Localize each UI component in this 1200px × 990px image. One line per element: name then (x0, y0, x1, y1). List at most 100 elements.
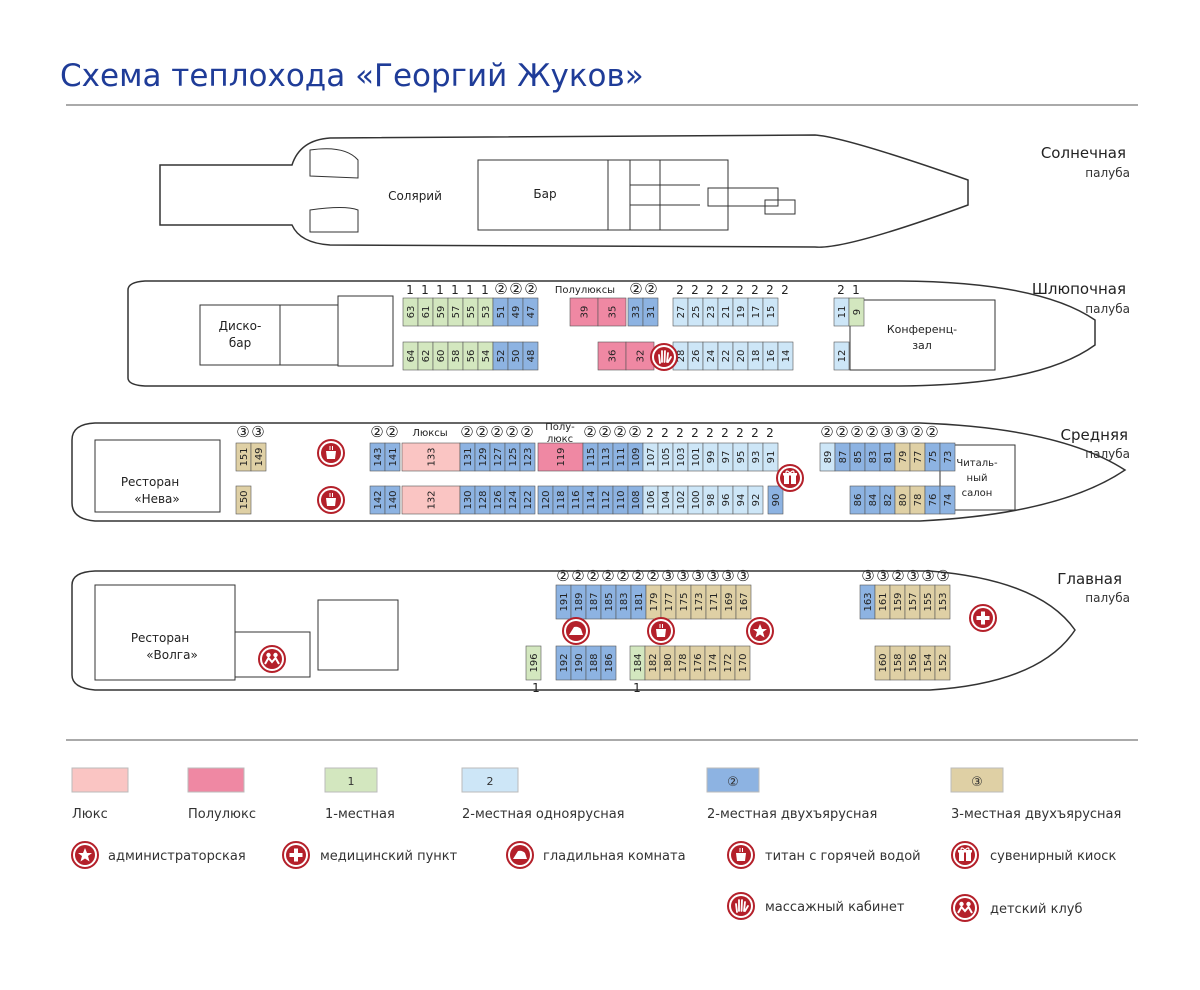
cabin-number: 179 (649, 592, 660, 611)
cabin-number: 103 (676, 447, 687, 466)
cabin-number: 126 (493, 490, 504, 509)
cabin-151: 151 (235, 442, 252, 472)
boat-deck-sub: палуба (1085, 302, 1130, 316)
hot-water-boiler-icon (647, 617, 675, 645)
cabin-number: 36 (608, 350, 619, 363)
massage-hand-icon (727, 892, 755, 920)
cabin-capacity-marker: ② (524, 280, 537, 298)
cabin-78: 78 (909, 485, 926, 515)
cabin-capacity-marker: 2 (676, 426, 684, 440)
cabin-17: 17 (747, 297, 764, 327)
cabin-91: 91 (762, 442, 779, 472)
cabin-capacity-marker: ② (509, 280, 522, 298)
cabin-number: 192 (559, 653, 570, 672)
cabin-number: 154 (923, 653, 934, 672)
iron-icon (506, 841, 534, 869)
cabin-capacity-marker: ② (571, 567, 584, 585)
cabin-capacity-marker: ③ (676, 567, 689, 585)
cabin-number: 39 (580, 306, 591, 319)
cabin-capacity-marker: ② (925, 423, 938, 441)
cabin-capacity-marker: ② (370, 423, 383, 441)
cabin-number: 127 (493, 447, 504, 466)
cabin-number: 97 (721, 451, 732, 464)
cabin-number: 25 (691, 306, 702, 319)
cabin-number: 58 (451, 350, 462, 363)
cabin-93: 93 (747, 442, 764, 472)
cabin-101: 101 (687, 442, 704, 472)
cabin-number: 85 (853, 451, 864, 464)
cabin-capacity-marker: ② (910, 423, 923, 441)
cabin-number: 75 (928, 451, 939, 464)
cabin-number: 50 (511, 350, 522, 363)
cabin-number: 79 (898, 451, 909, 464)
cabin-133: 133 (401, 442, 461, 472)
star-icon (71, 841, 99, 869)
cabin-73: 73 (939, 442, 956, 472)
legend-icon-label-ironing: гладильная комната (543, 849, 686, 864)
cabin-54: 54 (477, 341, 494, 371)
cabin-number: 156 (908, 653, 919, 672)
cabin-capacity-marker: ② (891, 567, 904, 585)
cabin-number: 74 (943, 494, 954, 507)
cabin-182: 182 (644, 645, 661, 681)
cabin-20: 20 (732, 341, 749, 371)
cabin-number: 95 (736, 451, 747, 464)
medical-cross-icon (969, 604, 997, 632)
cabin-capacity-marker: ③ (251, 423, 264, 441)
cabin-35: 35 (597, 297, 627, 327)
cabin-number: 12 (837, 350, 848, 363)
cabin-number: 152 (938, 653, 949, 672)
legend-swatch-double-single (461, 767, 519, 793)
cabin-number: 140 (388, 490, 399, 509)
cabin-97: 97 (717, 442, 734, 472)
cabin-180: 180 (659, 645, 676, 681)
cabin-number: 150 (239, 490, 250, 509)
medical-cross-icon (282, 841, 310, 869)
cabin-capacity-marker: 2 (661, 426, 669, 440)
cabin-63: 63 (402, 297, 419, 327)
cabin-62: 62 (417, 341, 434, 371)
cabin-capacity-marker: ③ (880, 423, 893, 441)
boat-label-semilux: Полулюксы (555, 285, 615, 296)
cabin-capacity-marker: ③ (706, 567, 719, 585)
sun-room-solarium: Солярий (388, 189, 442, 203)
cabin-150: 150 (235, 485, 252, 515)
cabin-number: 155 (923, 592, 934, 611)
cabin-80: 80 (894, 485, 911, 515)
legend-swatch-semilux (187, 767, 245, 793)
cabin-number: 112 (601, 490, 612, 509)
cabin-number: 111 (616, 447, 627, 466)
cabin-number: 82 (883, 494, 894, 507)
star-icon (746, 617, 774, 645)
cabin-number: 109 (631, 447, 642, 466)
cabin-31: 31 (642, 297, 659, 327)
cabin-number: 102 (676, 490, 687, 509)
cabin-55: 55 (462, 297, 479, 327)
cabin-94: 94 (732, 485, 749, 515)
cabin-capacity-marker: 1 (633, 681, 641, 695)
cabin-111: 111 (612, 442, 629, 472)
cabin-number: 106 (646, 490, 657, 509)
cabin-capacity-marker: ③ (721, 567, 734, 585)
cabin-86: 86 (849, 485, 866, 515)
cabin-number: 114 (586, 490, 597, 509)
cabin-39: 39 (569, 297, 599, 327)
cabin-153: 153 (934, 584, 951, 620)
cabin-number: 167 (739, 592, 750, 611)
cabin-number: 23 (706, 306, 717, 319)
cabin-capacity-marker: ③ (895, 423, 908, 441)
cabin-131: 131 (459, 442, 476, 472)
cabin-196: 196 (525, 645, 542, 681)
middle-deck-name: Средняя (1061, 426, 1128, 444)
cabin-173: 173 (690, 584, 707, 620)
cabin-103: 103 (672, 442, 689, 472)
cabin-50: 50 (507, 341, 524, 371)
cabin-number: 169 (724, 592, 735, 611)
cabin-capacity-marker: ② (820, 423, 833, 441)
cabin-capacity-marker: 2 (751, 283, 759, 297)
cabin-capacity-marker: 2 (691, 426, 699, 440)
cabin-number: 99 (706, 451, 717, 464)
sun-room-bar: Бар (533, 187, 556, 201)
cabin-capacity-marker: 2 (766, 283, 774, 297)
